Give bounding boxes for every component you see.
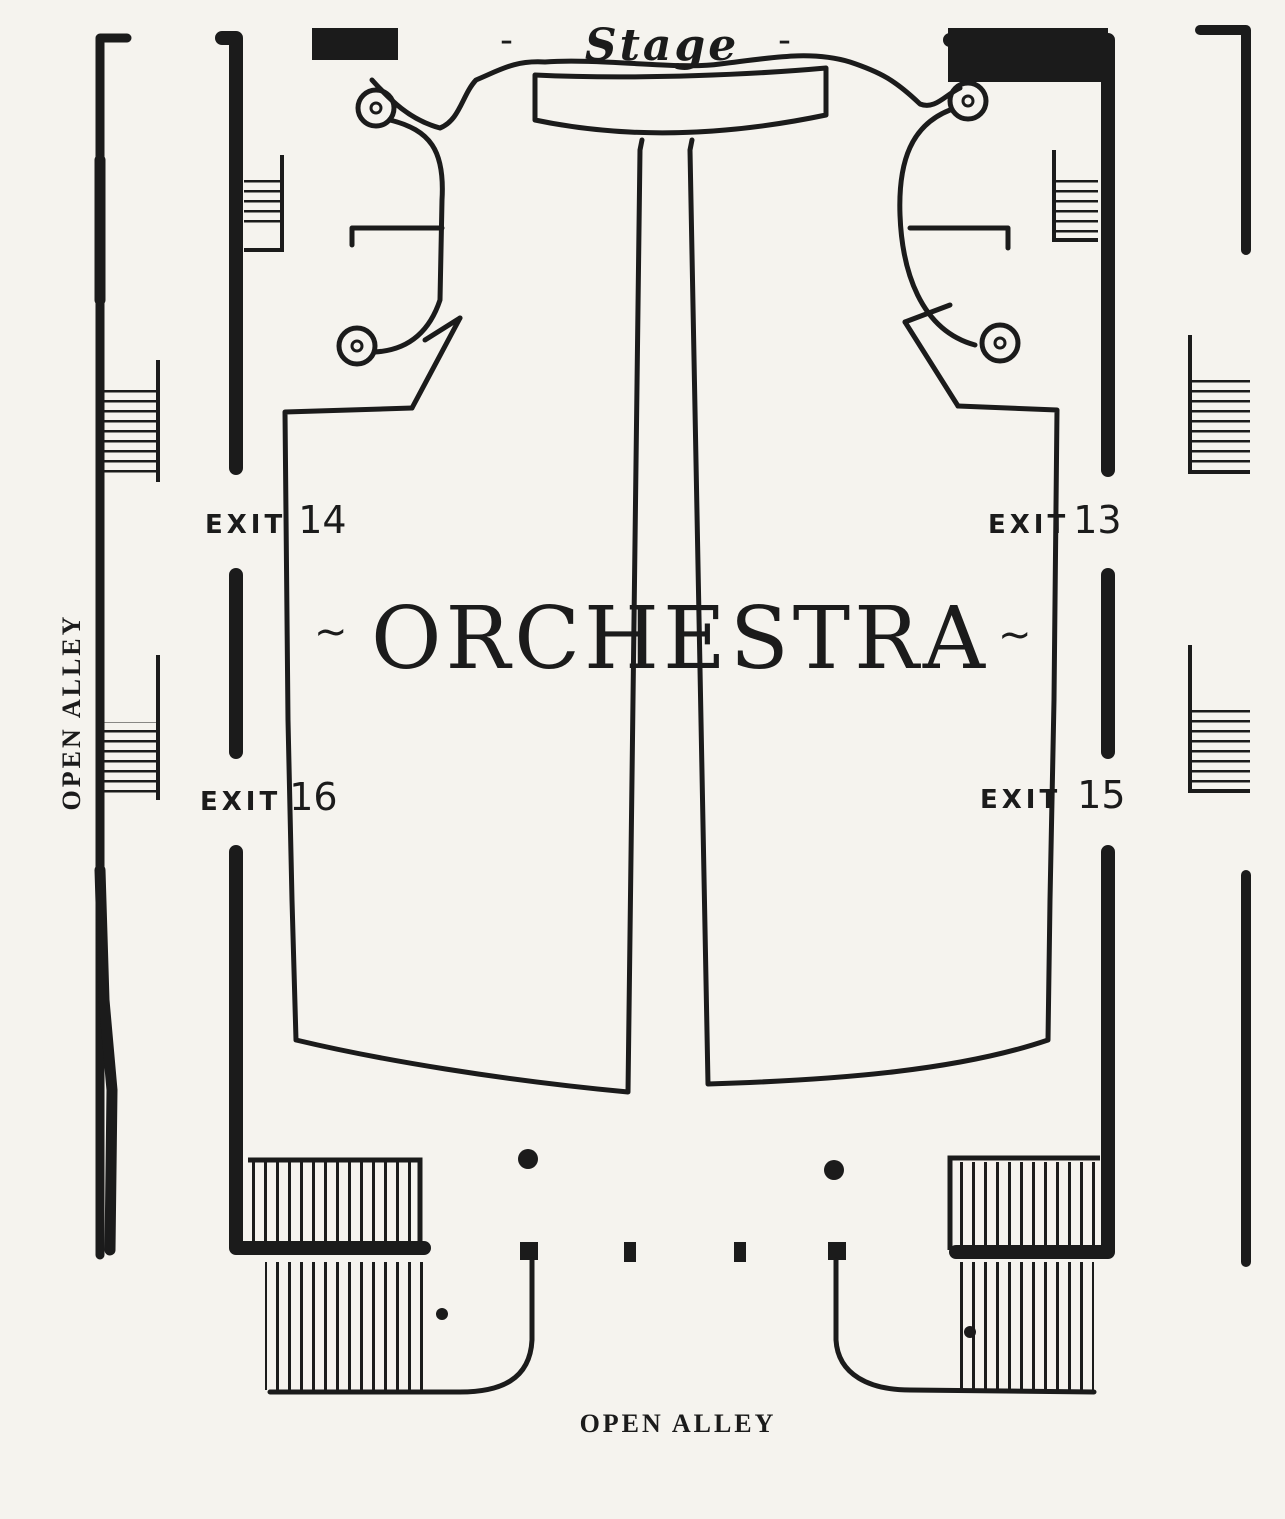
stage-dash-right: - [778, 20, 791, 61]
orchestra-label: ORCHESTRA [371, 589, 989, 689]
stairs-alley-right-1 [1188, 335, 1250, 474]
open-alley-left-label: OPEN ALLEY [57, 614, 86, 811]
stage-dash-left: - [500, 20, 513, 61]
stairs-lobby-right [947, 1155, 1102, 1390]
open-alley-bottom-label: OPEN ALLEY [580, 1409, 777, 1438]
orchestra-right-section [687, 137, 1060, 1087]
stage-label: Stage [585, 20, 739, 71]
stage-outline [369, 53, 963, 136]
orchestra-dash-right: ~ [998, 612, 1032, 658]
stairs-alley-left-2 [104, 655, 160, 800]
stage-block-right [948, 28, 1108, 82]
right-outer-wall [1195, 25, 1251, 1267]
entrance-curve-right [833, 1257, 1097, 1395]
stairs-right-upper [1052, 150, 1098, 242]
stairs-alley-left-1 [104, 360, 160, 482]
orchestra-dash-left: ~ [314, 609, 348, 655]
box-seats-right [897, 80, 1021, 409]
stage-block-left [312, 28, 398, 60]
stairs-alley-right-2 [1188, 645, 1250, 793]
entrance-curve-left [267, 1257, 535, 1395]
lobby-columns [436, 1149, 976, 1338]
box-seats-left [336, 87, 463, 411]
orchestra-left-section [282, 137, 645, 1095]
stairs-lobby-left [248, 1157, 425, 1390]
left-outer-wall [94, 33, 132, 1260]
stairs-left-upper [244, 155, 284, 252]
left-inner-wall [215, 31, 431, 1255]
